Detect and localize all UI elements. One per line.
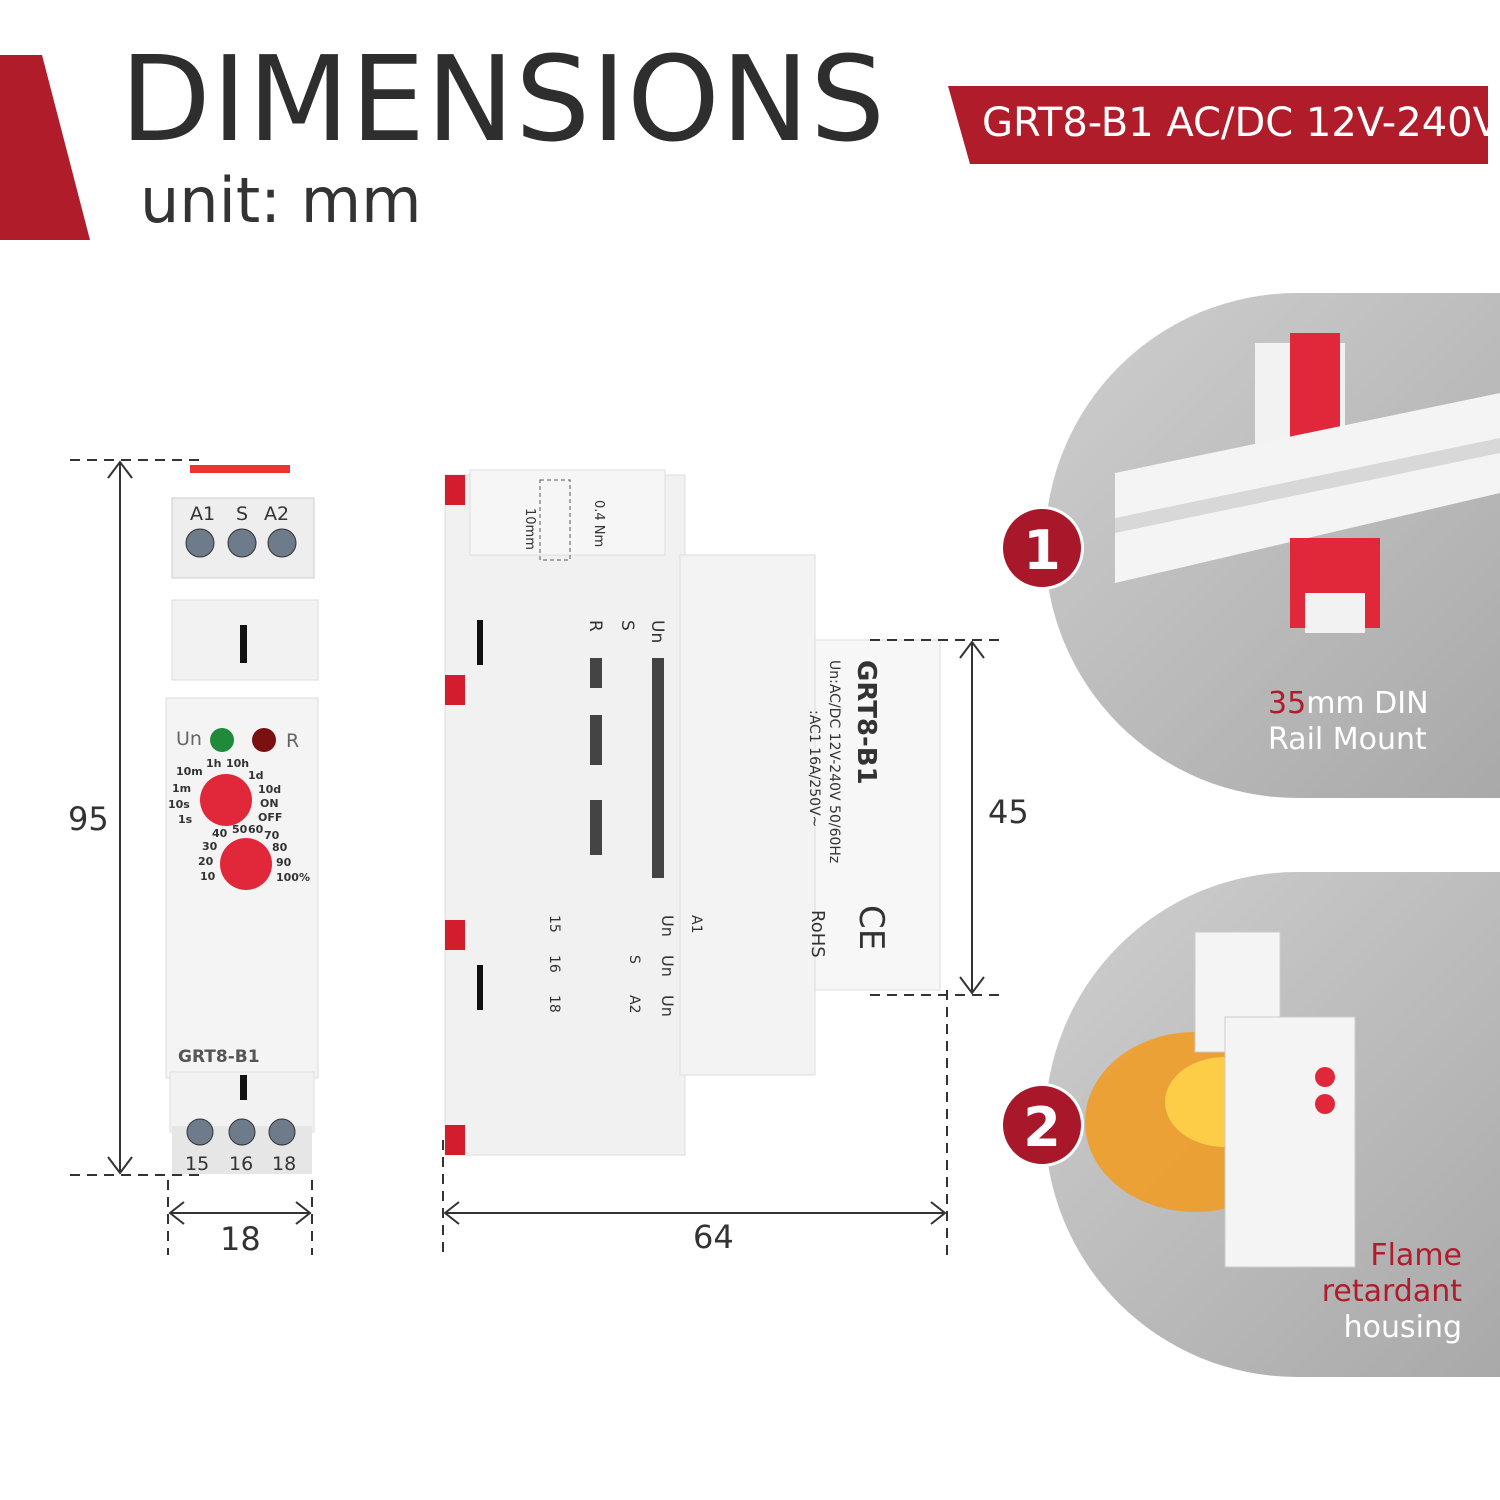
features-0-highlight: 35 <box>1268 686 1307 721</box>
din-rail-image <box>1115 333 1500 633</box>
side-relay-wiring-6: Un <box>658 995 677 1017</box>
width-dimension: 18 <box>220 1220 261 1258</box>
features-0-text: mm DIN <box>1306 686 1429 721</box>
side-relay-wiring-6: Un <box>658 955 677 977</box>
features-1-line2: retardant <box>1321 1274 1462 1309</box>
depth-dimension: 64 <box>693 1218 734 1256</box>
side-relay-wiring-3: 15 <box>546 915 562 933</box>
side-relay-wiring-0: A1 <box>688 915 704 933</box>
side-relay-wiring-5: 18 <box>546 995 562 1013</box>
indicator-un-label: Un <box>176 728 202 750</box>
front-relay-time-range-dial-8: ON <box>260 797 279 810</box>
flame-panel <box>1045 872 1500 1377</box>
features-1-line3: housing <box>1343 1310 1462 1345</box>
accent-shape <box>0 55 90 240</box>
percent-dial <box>220 838 272 890</box>
power-led <box>210 728 234 752</box>
unit-label: unit: mm <box>140 164 422 237</box>
front-relay-percent-dial-7: 80 <box>272 841 288 854</box>
model-banner-text: GRT8-B1 AC/DC 12V-240V <box>982 100 1500 146</box>
front-view-drawing: A1 S A2 Un R GRT8-B1 15 16 18 10m 1h 10h… <box>70 459 319 1255</box>
front-relay-time-range-dial-9: OFF <box>258 811 282 824</box>
front-relay-percent-dial-1: 20 <box>198 855 214 868</box>
front-relay-time-range-dial-2: 1m <box>172 782 191 795</box>
front-relay-time-range-dial-5: 10h <box>226 757 249 770</box>
ce-mark: CE <box>851 905 891 950</box>
front-relay-time-range-dial-3: 10m <box>176 765 203 778</box>
torque-label: 0.4 Nm <box>591 500 606 547</box>
side-relay-wiring-1: S <box>626 955 642 964</box>
feature-badge-1: 1 <box>1000 506 1084 590</box>
front-relay-percent-dial-2: 30 <box>202 840 218 853</box>
front-height-dimension: 45 <box>988 793 1029 831</box>
front-relay-time-range-dial-6: 1d <box>248 769 264 782</box>
model-banner <box>948 86 1488 164</box>
front-relay-percent-dial-5: 60 <box>248 823 264 836</box>
time-range-dial <box>200 774 252 826</box>
front-relay-time-range-dial-0: 1s <box>178 813 193 826</box>
terminal-s: S <box>236 503 248 525</box>
feature-badge-2: 2 <box>1000 1083 1084 1167</box>
front-relay-percent-dial-4: 50 <box>232 823 248 836</box>
front-relay-percent-dial-6: 70 <box>264 829 280 842</box>
side-relay-timing-labels-2: R <box>585 620 605 632</box>
front-model-label: GRT8-B1 <box>178 1047 260 1067</box>
terminal-16: 16 <box>229 1153 253 1175</box>
indicator-r-label: R <box>286 730 299 752</box>
side-view-drawing: 10mm 0.4 Nm Un S R Un Un Un A1 S A2 15 1… <box>442 469 1000 1255</box>
wire-length-label: 10mm <box>522 508 537 550</box>
height-dimension: 95 <box>68 800 109 838</box>
front-relay-percent-dial-9: 100% <box>276 871 310 884</box>
din-rail-panel <box>1045 293 1500 798</box>
terminal-15: 15 <box>185 1153 209 1175</box>
terminal-a2: A2 <box>264 503 289 525</box>
features-1-line1: Flame <box>1370 1238 1462 1273</box>
side-relay-wiring-2: A2 <box>626 995 642 1013</box>
terminal-a1: A1 <box>190 503 215 525</box>
side-relay-timing-labels-0: Un <box>647 620 667 643</box>
flame-image <box>1085 931 1356 1268</box>
side-relay-timing-labels-1: S <box>617 620 637 631</box>
front-relay-time-range-dial-4: 1h <box>206 757 222 770</box>
front-relay-percent-dial-0: 10 <box>200 870 216 883</box>
side-relay-wiring-6: Un <box>658 915 677 937</box>
label-contact: :AC1 16A/250V~ <box>806 710 822 827</box>
features-0-line2: Rail Mount <box>1268 722 1427 757</box>
page-title: DIMENSIONS <box>120 30 887 168</box>
label-model: GRT8-B1 <box>851 660 881 785</box>
relay-led <box>252 728 276 752</box>
front-relay-time-range-dial-1: 10s <box>168 798 190 811</box>
front-relay-time-range-dial-7: 10d <box>258 783 281 796</box>
label-supply: Un:AC/DC 12V-240V 50/60Hz <box>826 660 842 863</box>
front-relay-percent-dial-8: 90 <box>276 856 292 869</box>
front-relay-percent-dial-3: 40 <box>212 827 228 840</box>
terminal-18: 18 <box>272 1153 296 1175</box>
rohs-mark: RoHS <box>807 910 828 958</box>
side-relay-wiring-4: 16 <box>546 955 562 973</box>
